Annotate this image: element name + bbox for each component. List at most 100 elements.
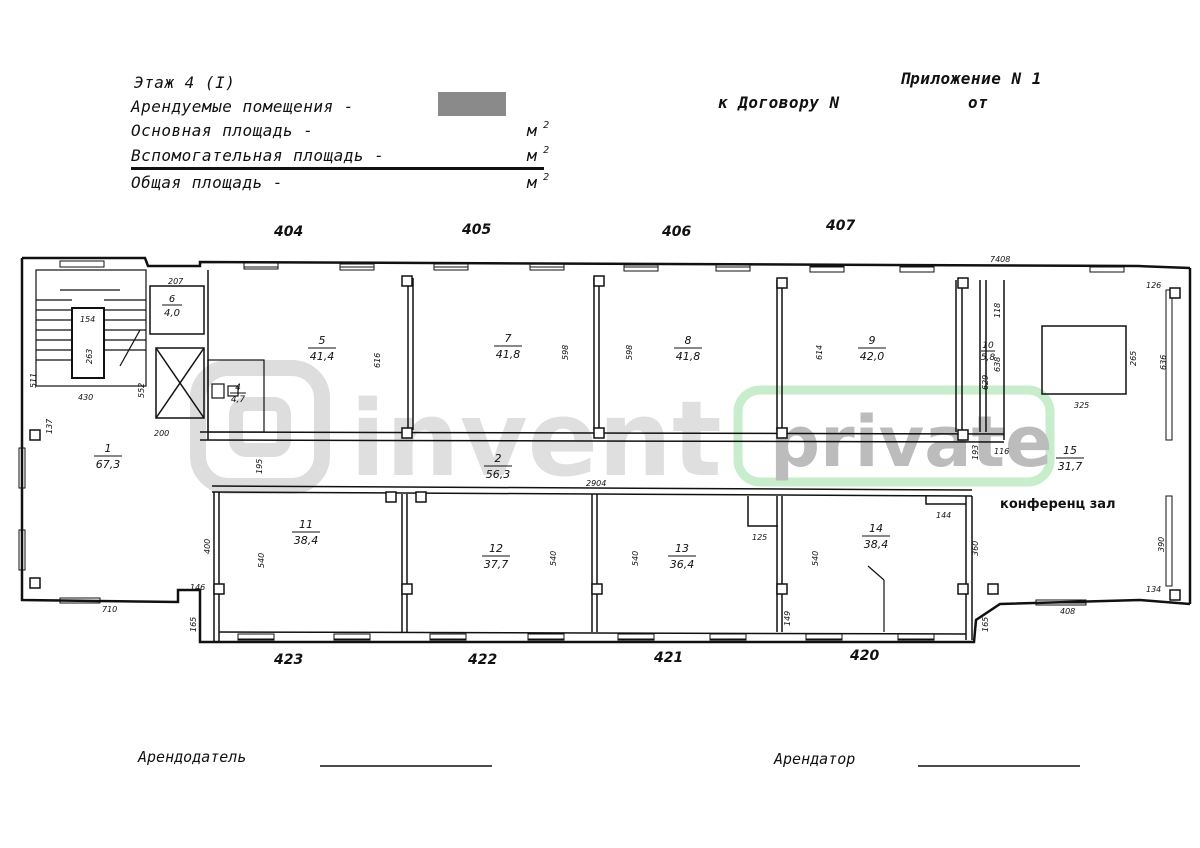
dim-2904: 2904 xyxy=(586,479,606,488)
room-number: 8 xyxy=(685,334,692,347)
dim-144: 144 xyxy=(936,511,951,520)
watermark-brand: invent xyxy=(350,378,722,500)
room-number: 1 xyxy=(105,442,112,455)
room-area: 4,7 xyxy=(231,395,246,405)
room-1-label: 167,3 xyxy=(94,442,122,471)
watermark: invent xyxy=(190,360,722,500)
room-area: 5,8 xyxy=(981,353,996,363)
dimension-labels: 7408 2904 710 430 616 598 598 614 638 62… xyxy=(29,255,1168,632)
columns xyxy=(29,275,1181,601)
office-number-405: 405 xyxy=(461,222,491,238)
dim-146: 146 xyxy=(190,583,205,592)
room-number: 10 xyxy=(982,341,994,351)
room-area: 41,8 xyxy=(676,350,701,363)
total-area-label: Общая площадь - xyxy=(131,173,283,192)
dim-265: 265 xyxy=(1129,351,1138,366)
office-number-404: 404 xyxy=(273,224,303,240)
dim-540c: 540 xyxy=(631,551,640,566)
dim-195: 195 xyxy=(255,459,264,474)
room-area: 42,0 xyxy=(860,350,885,363)
room-14-label: 14 38,4 xyxy=(862,522,890,551)
staircase xyxy=(35,269,147,387)
side-windows xyxy=(18,289,1173,587)
dim-200: 200 xyxy=(154,429,169,438)
room-area: 38,4 xyxy=(864,538,889,551)
office-number-421: 421 xyxy=(653,650,683,666)
dim-408: 408 xyxy=(1060,607,1075,616)
dim-540d: 540 xyxy=(811,551,820,566)
dim-540a: 540 xyxy=(257,553,266,568)
room-2-label: 256,3 xyxy=(484,452,512,481)
room-area: 41,8 xyxy=(496,348,521,361)
dim-207: 207 xyxy=(168,277,184,286)
dim-149: 149 xyxy=(783,611,792,626)
room-area: 56,3 xyxy=(486,468,511,481)
room-number: 14 xyxy=(869,522,883,535)
dim-710: 710 xyxy=(102,605,117,614)
room-area: 36,4 xyxy=(670,558,695,571)
room-4-label: 44,7 xyxy=(230,383,246,405)
toilet-room xyxy=(207,359,265,433)
office-number-422: 422 xyxy=(467,652,497,668)
room-area: 4,0 xyxy=(164,308,180,319)
office-number-407: 407 xyxy=(825,218,855,234)
dim-116: 116 xyxy=(994,447,1009,456)
contract-label: к Договору N xyxy=(718,93,840,112)
dim-511: 511 xyxy=(29,373,38,388)
dim-430: 430 xyxy=(78,393,93,402)
floor-label: Этаж 4 (I) xyxy=(134,73,236,92)
room-number: 5 xyxy=(319,334,326,347)
office-numbers: 404 405 406 407 423 422 421 420 xyxy=(273,218,879,668)
dim-614: 614 xyxy=(815,345,824,360)
room-labels: 167,3 256,3 44,7 541,4 64,0 741,8 841,8 … xyxy=(94,294,1084,571)
dim-636: 636 xyxy=(1159,355,1168,370)
room-area: 37,7 xyxy=(484,558,509,571)
room-area: 38,4 xyxy=(294,534,319,547)
rented-rooms-label: Арендуемые помещения - xyxy=(131,97,354,116)
signature-section: Арендодатель Арендатор xyxy=(137,748,1080,768)
dim-154: 154 xyxy=(80,315,95,324)
appendix-label: Приложение N 1 xyxy=(900,69,1042,88)
dim-165b: 165 xyxy=(981,617,990,632)
dim-360: 360 xyxy=(971,541,980,556)
room-area: 31,7 xyxy=(1058,460,1083,473)
dim-325: 325 xyxy=(1074,401,1089,410)
room-number: 4 xyxy=(235,383,241,393)
room-number: 15 xyxy=(1063,444,1077,457)
room-10-label: 105,8 xyxy=(981,341,996,363)
room-6-label: 64,0 xyxy=(162,294,182,319)
redacted-value xyxy=(438,92,506,116)
partitions-bottom xyxy=(213,492,973,642)
room-15-label: 15 31,7 xyxy=(1056,444,1084,473)
dim-616: 616 xyxy=(373,353,382,368)
dim-540b: 540 xyxy=(549,551,558,566)
room-9-label: 942,0 xyxy=(858,334,886,363)
dim-552: 552 xyxy=(137,383,146,398)
dim-165a: 165 xyxy=(189,617,198,632)
dim-638: 638 xyxy=(993,357,1002,372)
header-divider xyxy=(131,167,544,170)
dim-137: 137 xyxy=(45,418,54,434)
tenant-label: Арендатор xyxy=(773,750,855,768)
dim-7408: 7408 xyxy=(990,255,1010,264)
room-7-label: 741,8 xyxy=(494,332,522,361)
office-number-406: 406 xyxy=(661,224,691,240)
room-number: 6 xyxy=(169,294,175,305)
room-area: 41,4 xyxy=(310,350,335,363)
bottom-windows xyxy=(59,597,1087,641)
dim-126: 126 xyxy=(1146,281,1161,290)
dim-118: 118 xyxy=(993,303,1002,318)
door-swing xyxy=(867,565,885,632)
room-area: 67,3 xyxy=(96,458,121,471)
partitions-top xyxy=(207,270,1005,440)
dim-134: 134 xyxy=(1146,585,1161,594)
dim-598a: 598 xyxy=(561,345,570,360)
room-6-walls xyxy=(149,285,205,335)
